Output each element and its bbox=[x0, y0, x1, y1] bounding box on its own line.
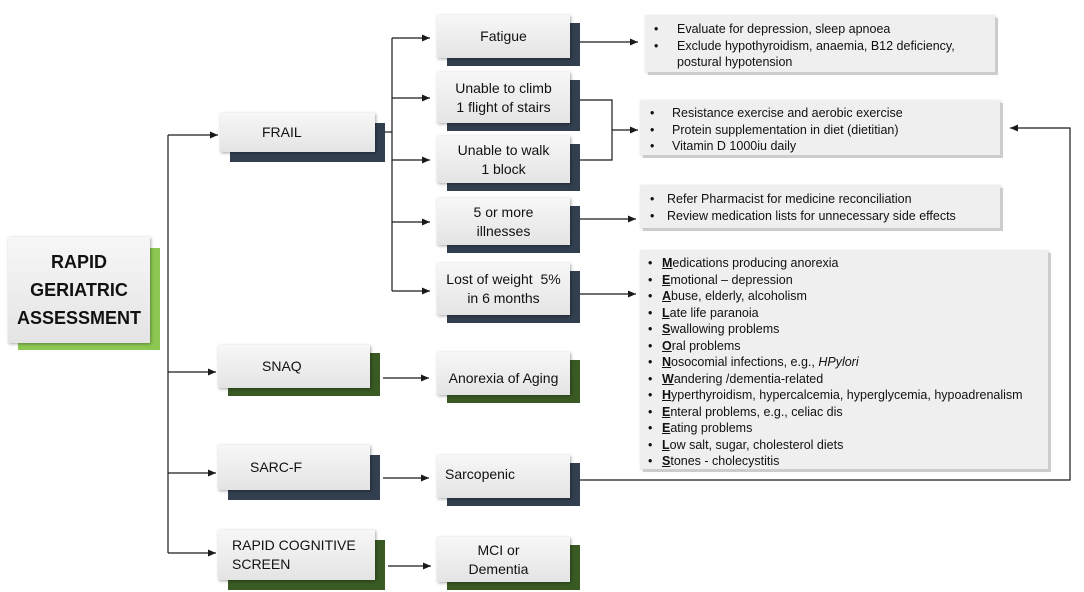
weight-loss-causes-list: Medications producing anorexia Emotional… bbox=[640, 255, 1048, 470]
list-item: Nosocomial infections, e.g., HPylori bbox=[648, 354, 1048, 371]
list-item: Medications producing anorexia bbox=[648, 255, 1048, 272]
fatigue-label: Fatigue bbox=[480, 28, 527, 44]
illnesses-node: 5 or more illnesses bbox=[437, 198, 580, 253]
weight-loss-causes-panel: Medications producing anorexia Emotional… bbox=[640, 250, 1048, 469]
illnesses-line-1: 5 or more bbox=[473, 203, 534, 220]
root-node: RAPID GERIATRIC ASSESSMENT bbox=[8, 237, 160, 350]
list-item: Stones - cholecystitis bbox=[648, 453, 1048, 470]
mobility-actions-list: Resistance exercise and aerobic exercise… bbox=[640, 105, 1000, 155]
item-text: ow salt, sugar, cholesterol diets bbox=[669, 437, 844, 452]
cognitive-screen-node: RAPID COGNITIVE SCREEN bbox=[218, 530, 385, 590]
weight-loss-box: Lost of weight 5% in 6 months bbox=[437, 263, 570, 315]
mobility-actions-panel: Resistance exercise and aerobic exercise… bbox=[640, 100, 1000, 155]
medication-actions-panel: Refer Pharmacist for medicine reconcilia… bbox=[640, 185, 1000, 228]
snaq-box: SNAQ bbox=[218, 345, 370, 388]
item-emphasis: HPylori bbox=[818, 355, 859, 369]
cognitive-result-node: MCI or Dementia bbox=[437, 537, 580, 590]
item-text: buse, elderly, alcoholism bbox=[671, 289, 807, 303]
walk-line-1: Unable to walk bbox=[457, 141, 550, 158]
stairs-node: Unable to climb 1 flight of stairs bbox=[437, 72, 580, 131]
list-item: Wandering /dementia-related bbox=[648, 371, 1048, 388]
item-text: yperthyroidism, hypercalcemia, hyperglyc… bbox=[671, 388, 1023, 402]
list-item: Refer Pharmacist for medicine reconcilia… bbox=[650, 191, 1000, 208]
cognitive-screen-line-1: RAPID COGNITIVE bbox=[232, 537, 356, 553]
anorexia-node: Anorexia of Aging bbox=[437, 352, 580, 403]
list-item: Oral problems bbox=[648, 338, 1048, 355]
item-text: osocomial infections, e.g., bbox=[671, 355, 819, 369]
weight-loss-line-2: in 6 months bbox=[467, 290, 540, 306]
walk-line-2: 1 block bbox=[481, 160, 526, 177]
cognitive-result-line-1: MCI or bbox=[477, 541, 520, 558]
root-title-line-3: ASSESSMENT bbox=[16, 308, 142, 328]
weight-loss-line-1: Lost of weight 5% bbox=[446, 271, 561, 287]
stairs-line-1: Unable to climb bbox=[455, 79, 552, 96]
list-item: Abuse, elderly, alcoholism bbox=[648, 288, 1048, 305]
item-text: wallowing problems bbox=[670, 322, 780, 336]
fatigue-actions-panel: Evaluate for depression, sleep apnoea Ex… bbox=[645, 15, 995, 72]
item-text: ral problems bbox=[671, 338, 741, 353]
list-item: Low salt, sugar, cholesterol diets bbox=[648, 437, 1048, 454]
anorexia-label: Anorexia of Aging bbox=[448, 370, 559, 386]
cognitive-result-line-2: Dementia bbox=[468, 560, 529, 577]
fatigue-node: Fatigue bbox=[437, 15, 580, 66]
item-initial: L bbox=[662, 437, 670, 452]
item-text: edications producing anorexia bbox=[672, 256, 839, 270]
item-initial: M bbox=[662, 256, 673, 270]
item-initial: O bbox=[662, 338, 672, 353]
illnesses-box: 5 or more illnesses bbox=[437, 198, 570, 245]
sarcopenic-node: Sarcopenic bbox=[437, 455, 580, 506]
sarcopenic-label: Sarcopenic bbox=[445, 466, 516, 482]
frail-node: FRAIL bbox=[220, 113, 385, 162]
sarc-f-label: SARC-F bbox=[250, 459, 303, 475]
root-title-line-2: GERIATRIC bbox=[30, 280, 128, 300]
cognitive-screen-box: RAPID COGNITIVE SCREEN bbox=[218, 530, 375, 580]
list-item: Hyperthyroidism, hypercalcemia, hypergly… bbox=[648, 387, 1048, 404]
sarcopenic-box: Sarcopenic bbox=[437, 455, 570, 498]
sarc-f-box: SARC-F bbox=[218, 445, 370, 490]
fatigue-box: Fatigue bbox=[437, 15, 570, 58]
illnesses-line-2: illnesses bbox=[476, 222, 531, 239]
item-text: ating problems bbox=[670, 421, 753, 435]
stairs-box: Unable to climb 1 flight of stairs bbox=[437, 72, 570, 123]
list-item: Eating problems bbox=[648, 420, 1048, 437]
stairs-line-2: 1 flight of stairs bbox=[456, 98, 551, 115]
item-initial: L bbox=[662, 305, 670, 320]
list-item: Late life paranoia bbox=[648, 305, 1048, 322]
root-box: RAPID GERIATRIC ASSESSMENT bbox=[8, 237, 150, 343]
list-item: Swallowing problems bbox=[648, 321, 1048, 338]
list-item: Enteral problems, e.g., celiac dis bbox=[648, 404, 1048, 421]
walk-box: Unable to walk 1 block bbox=[437, 136, 570, 183]
cognitive-screen-line-2: SCREEN bbox=[232, 556, 291, 572]
anorexia-box: Anorexia of Aging bbox=[437, 352, 570, 395]
frail-label: FRAIL bbox=[262, 124, 302, 140]
frail-box: FRAIL bbox=[220, 113, 375, 152]
root-title-line-1: RAPID bbox=[50, 252, 107, 272]
item-initial: H bbox=[662, 388, 672, 402]
snaq-node: SNAQ bbox=[218, 345, 380, 396]
mobility-bracket bbox=[580, 99, 613, 161]
list-item: Emotional – depression bbox=[648, 272, 1048, 289]
item-text: ate life paranoia bbox=[669, 305, 759, 320]
list-item: Review medication lists for unnecessary … bbox=[650, 208, 1000, 225]
list-item: Evaluate for depression, sleep apnoea bbox=[654, 21, 975, 38]
cognitive-result-box: MCI or Dementia bbox=[437, 537, 570, 582]
list-item: Vitamin D 1000iu daily bbox=[650, 138, 1000, 155]
item-initial: N bbox=[662, 355, 672, 369]
list-item: Protein supplementation in diet (dietiti… bbox=[650, 122, 1000, 139]
list-item: Resistance exercise and aerobic exercise bbox=[650, 105, 1000, 122]
weight-loss-node: Lost of weight 5% in 6 months bbox=[437, 263, 580, 323]
fatigue-actions-list: Evaluate for depression, sleep apnoea Ex… bbox=[645, 21, 995, 71]
list-item: Exclude hypothyroidism, anaemia, B12 def… bbox=[654, 38, 975, 71]
medication-actions-list: Refer Pharmacist for medicine reconcilia… bbox=[640, 191, 1000, 224]
item-text: andering /dementia-related bbox=[673, 371, 824, 386]
item-text: tones - cholecystitis bbox=[670, 454, 780, 468]
item-initial: W bbox=[662, 371, 674, 386]
snaq-label: SNAQ bbox=[262, 358, 302, 374]
item-text: motional – depression bbox=[670, 272, 793, 287]
sarc-f-node: SARC-F bbox=[218, 445, 380, 500]
item-text: nteral problems, e.g., celiac dis bbox=[670, 404, 843, 419]
item-initial: A bbox=[662, 289, 672, 303]
walk-node: Unable to walk 1 block bbox=[437, 136, 580, 191]
